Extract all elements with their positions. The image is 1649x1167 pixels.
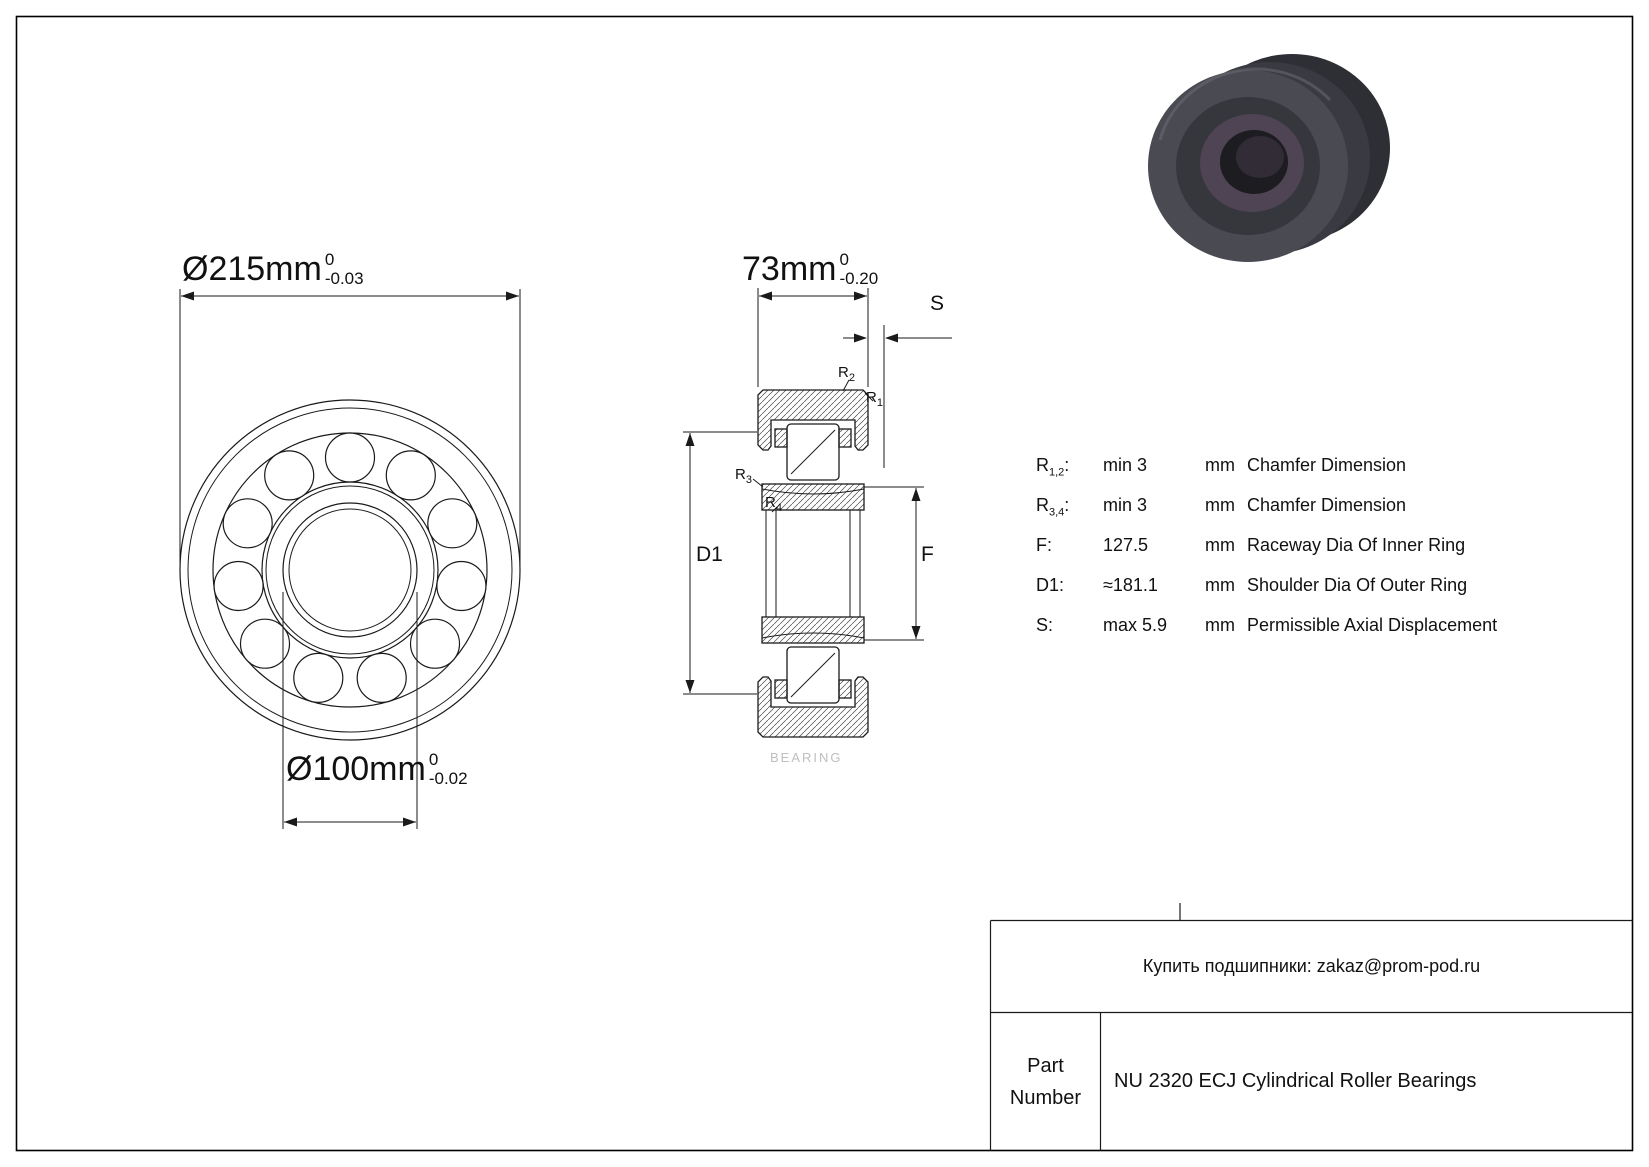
part-number-value: NU 2320 ECJ Cylindrical Roller Bearings [1114,1070,1477,1092]
roller-circle [213,560,264,612]
section-view-drawing [757,389,869,738]
cage-section [838,679,852,699]
width-value: 73mm [742,250,837,288]
spec-row-d1: D1: ≈181.1 mm Shoulder Dia Of Outer Ring [1036,575,1556,597]
outer-diameter-value: Ø215mm [182,250,322,288]
roller-circle [427,498,478,549]
bore-diameter-tolerance: 0 -0.02 [428,749,468,788]
r3-label: R3 [735,466,752,486]
spec-param: R1,2: [1036,455,1070,479]
spec-value: min 3 [1103,495,1148,515]
outer-ring-bottom-section [757,676,869,738]
cage-section [774,428,788,448]
roller-circle [436,560,487,612]
spec-unit: mm [1205,495,1235,515]
part-number-label: Part Number [1009,1054,1082,1109]
spec-param: R3,4: [1036,495,1070,519]
spec-param: F: [1036,535,1053,555]
spec-value: min 3 [1103,455,1148,475]
r1-label: R1 [866,389,883,409]
inner-ring-bottom-section [761,616,865,644]
spec-table: R1,2: min 3 mm Chamfer Dimension R3,4: m… [1036,455,1556,655]
page-border [15,15,1634,1152]
front-view-rollers [213,432,487,704]
width-tolerance: 0 -0.20 [839,249,879,288]
outer-ring-top-section [757,389,869,451]
spec-unit: mm [1205,575,1235,595]
spec-param: S: [1036,615,1054,635]
cage-section [838,428,852,448]
bore-diameter-dimension: Ø100mm 0 -0.02 [286,750,468,789]
spec-description: Permissible Axial Displacement [1247,615,1498,635]
watermark-text: BEARING [770,750,843,765]
roller-circle [293,652,344,704]
roller-circle [385,450,436,501]
cage-section [774,679,788,699]
spec-value: ≈181.1 [1103,575,1158,595]
outer-diameter-dimension: Ø215mm 0 -0.03 [182,250,364,289]
spec-value: 127.5 [1103,535,1149,555]
inner-ring-top-section [761,483,865,511]
spec-unit: mm [1205,535,1235,555]
spec-value: max 5.9 [1103,615,1168,635]
bore-diameter-value: Ø100mm [286,750,426,788]
spec-row-f: F: 127.5 mm Raceway Dia Of Inner Ring [1036,535,1556,557]
dimension-lines [179,288,952,829]
roller-circle [409,618,461,669]
spec-description: Shoulder Dia Of Outer Ring [1247,575,1468,595]
roller-circle [356,652,407,704]
spec-unit: mm [1205,455,1235,475]
outer-diameter-tolerance: 0 -0.03 [324,249,364,288]
inner-ring-bore-lines [765,510,861,617]
spec-description: Chamfer Dimension [1247,455,1407,475]
spec-param: D1: [1036,575,1065,595]
spec-row-s: S: max 5.9 mm Permissible Axial Displace… [1036,615,1556,637]
f-dimension-label: F [921,543,934,566]
spec-description: Chamfer Dimension [1247,495,1407,515]
roller-circle [324,432,376,483]
width-dimension: 73mm 0 -0.20 [742,250,878,289]
spec-row-r12: R1,2: min 3 mm Chamfer Dimension [1036,455,1556,479]
spec-description: Raceway Dia Of Inner Ring [1247,535,1466,555]
roller-circle [222,498,273,549]
r2-label: R2 [838,364,855,384]
s-dimension-label: S [930,292,945,315]
roller-circle [264,450,315,501]
title-block-grid [989,903,1633,1151]
r4-label: R4 [765,494,782,514]
spec-unit: mm [1205,615,1235,635]
front-view-drawing [179,399,521,741]
roller-circle [239,618,291,669]
bearing-3d-render [1148,54,1390,262]
d1-dimension-label: D1 [696,543,723,566]
contact-info: Купить подшипники: zakaz@prom-pod.ru [1142,956,1481,976]
spec-row-r34: R3,4: min 3 mm Chamfer Dimension [1036,495,1556,519]
